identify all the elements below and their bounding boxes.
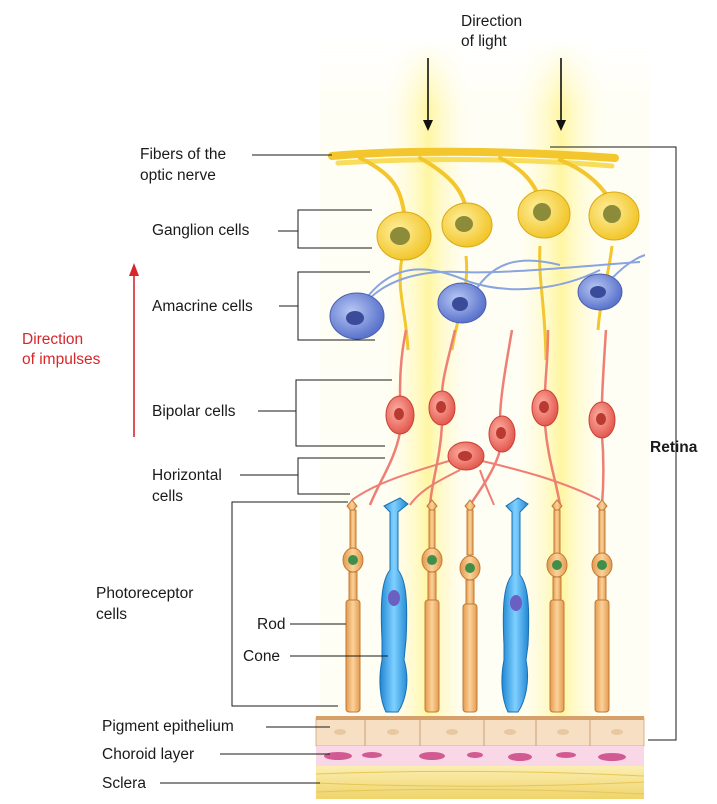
choroid-layer-label: Choroid layer (102, 745, 194, 764)
optic-nerve-label-line1: Fibers of the (140, 145, 226, 164)
light-direction-label-line1: Direction (461, 12, 522, 31)
optic-nerve-label-line2: optic nerve (140, 166, 216, 185)
impulse-direction-arrow (129, 263, 139, 437)
retina-label: Retina (650, 438, 697, 457)
impulse-direction-label-line1: Direction (22, 330, 83, 349)
pigment-epithelium-label: Pigment epithelium (102, 717, 234, 736)
ganglion-label: Ganglion cells (152, 221, 249, 240)
light-direction-label-line2: of light (461, 32, 507, 51)
amacrine-label: Amacrine cells (152, 297, 253, 316)
sclera-label: Sclera (102, 774, 146, 793)
cone-label: Cone (243, 647, 280, 666)
tissue-layers (316, 716, 644, 799)
photoreceptor-label-line1: Photoreceptor (96, 584, 193, 603)
bipolar-label: Bipolar cells (152, 402, 236, 421)
rod-label: Rod (257, 615, 285, 634)
impulse-direction-label-line2: of impulses (22, 350, 100, 369)
photoreceptor-label-line2: cells (96, 605, 127, 624)
horizontal-label-line2: cells (152, 487, 183, 506)
horizontal-label-line1: Horizontal (152, 466, 222, 485)
